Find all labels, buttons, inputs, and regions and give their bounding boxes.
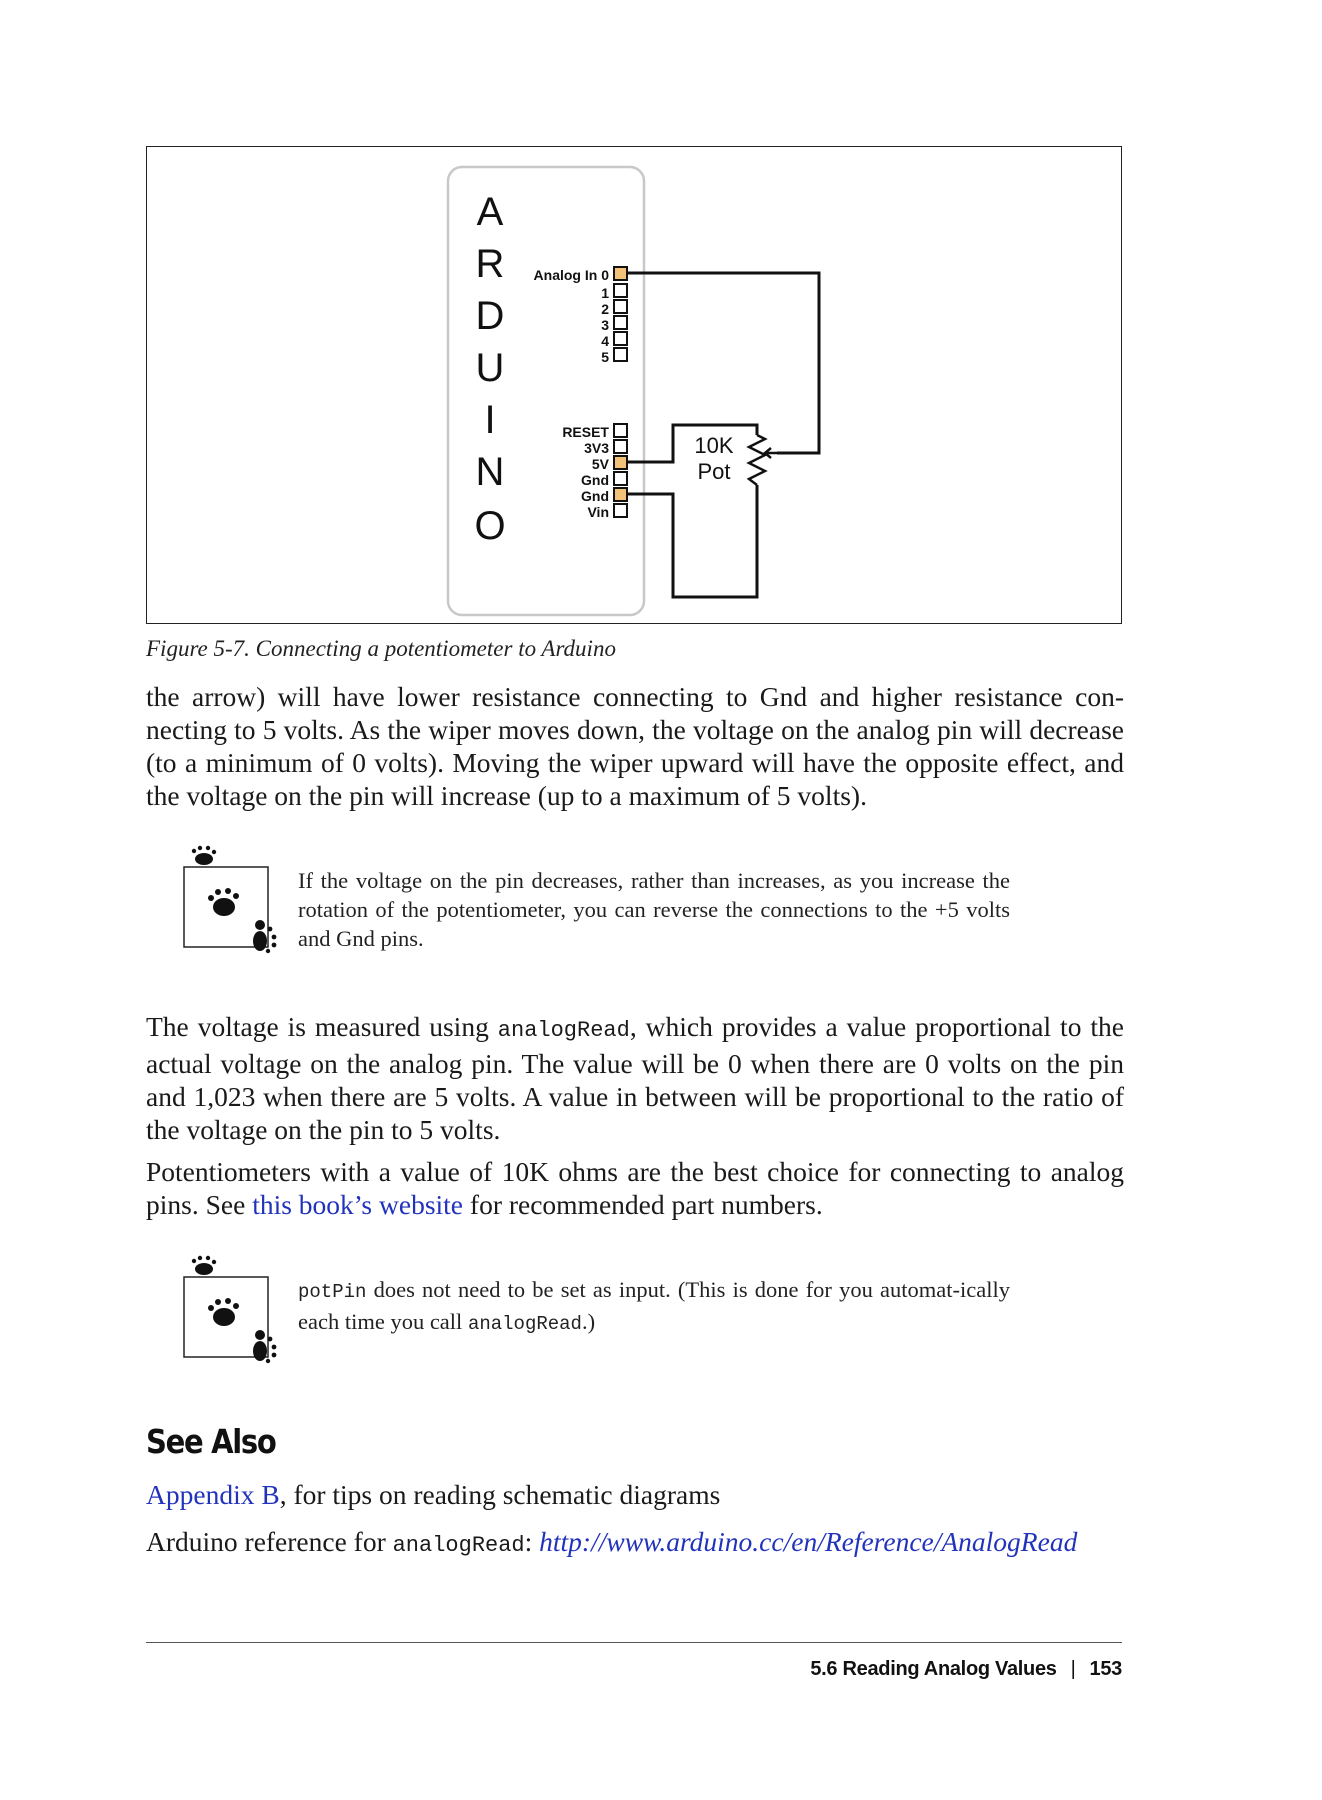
pot-name-label: Pot xyxy=(697,459,730,484)
power-pin-header xyxy=(613,423,628,518)
board-letters: A R D U I N O xyxy=(474,190,505,548)
pin xyxy=(613,299,628,314)
paragraph-analogread: The voltage is measured using analogRead… xyxy=(146,1010,1124,1146)
see-also-item: Appendix B, for tips on reading schemati… xyxy=(146,1478,1124,1511)
board-letter: R xyxy=(476,242,505,286)
paragraph-text: , which provides a value proportional to… xyxy=(146,1011,1125,1145)
pin-connected xyxy=(613,455,628,470)
analog-pin-header xyxy=(613,266,628,362)
power-pin-label: Gnd xyxy=(581,472,609,488)
figure-caption: Figure 5-7. Connecting a potentiometer t… xyxy=(146,636,616,661)
pin xyxy=(613,439,628,454)
paragraph-potentiometer: Potentiometers with a value of 10K ohms … xyxy=(146,1155,1124,1221)
paragraph-text: Potentiometers with a value of 10K ohms … xyxy=(146,1156,1124,1220)
paragraph-wiper: the arrow) will have lower resistance co… xyxy=(146,681,1124,811)
power-pin-label: 3V3 xyxy=(584,440,609,456)
pin-connected xyxy=(613,266,628,281)
wire-gnd xyxy=(627,485,759,599)
page-footer: 5.6 Reading Analog Values | 153 xyxy=(810,1658,1122,1681)
pin xyxy=(613,423,628,438)
pin xyxy=(613,315,628,330)
power-pin-label: 5V xyxy=(592,456,610,472)
pin xyxy=(613,347,628,362)
footer-section-title: 5.6 Reading Analog Values xyxy=(810,1658,1057,1680)
pin xyxy=(613,331,628,346)
analog-pin-label: 1 xyxy=(601,285,609,301)
power-pin-label: Gnd xyxy=(581,488,609,504)
paragraph-text: The voltage is measured using xyxy=(146,1011,498,1042)
see-also-text: Arduino reference for xyxy=(146,1526,393,1557)
board-letter: U xyxy=(476,346,505,390)
board-letter: N xyxy=(476,450,505,494)
board-letter: O xyxy=(474,504,505,548)
note-text: If the voltage on the pin decreases, rat… xyxy=(298,868,1010,951)
pin xyxy=(613,283,628,298)
note-text-part: .) xyxy=(581,1309,596,1334)
power-pin-label: RESET xyxy=(562,424,609,440)
inline-code: analogRead xyxy=(467,1313,582,1335)
analog-in-label: Analog In 0 xyxy=(534,267,610,283)
see-also-heading: See Also xyxy=(146,1422,277,1461)
raccoon-tracks-icon xyxy=(183,1255,277,1364)
board-letter: A xyxy=(477,190,504,234)
page-number: 153 xyxy=(1089,1658,1123,1680)
see-also-text: : xyxy=(524,1526,540,1557)
note-icon xyxy=(180,845,290,955)
board-letter: I xyxy=(484,398,495,442)
power-pin-label: Vin xyxy=(587,504,609,520)
note-text: potPin does not need to be set as input.… xyxy=(298,1275,1010,1339)
analog-pin-label: 3 xyxy=(601,317,609,333)
board-letter: D xyxy=(476,294,505,338)
pin xyxy=(613,503,628,518)
paragraph-text: for recommended part numbers. xyxy=(463,1189,823,1220)
website-link[interactable]: this book’s website xyxy=(252,1189,464,1220)
reference-url-link[interactable]: http://www.arduino.cc/en/Reference/Analo… xyxy=(539,1526,1078,1557)
raccoon-tracks-icon xyxy=(183,845,277,954)
note-text-part: does not need to be set as input. (This … xyxy=(298,1277,1010,1334)
analog-pin-label: 5 xyxy=(601,349,609,365)
figure-frame: A R D U I N O Analog In 0 1 2 3 4 5 xyxy=(146,146,1122,624)
analog-pin-label: 4 xyxy=(601,333,609,349)
analog-pin-label: 2 xyxy=(601,301,609,317)
footer-separator: | xyxy=(1070,1658,1076,1680)
pot-labels: 10K Pot xyxy=(694,433,733,484)
pot-value-label: 10K xyxy=(694,433,733,458)
pin-connected xyxy=(613,487,628,502)
power-pin-labels: RESET 3V3 5V Gnd Gnd Vin xyxy=(562,424,609,520)
resistor-zigzag xyxy=(746,433,768,486)
analog-pin-labels: Analog In 0 1 2 3 4 5 xyxy=(534,267,610,365)
inline-code: analogRead xyxy=(497,1018,630,1043)
arduino-board xyxy=(446,165,646,617)
see-also-item: Arduino reference for analogRead: http:/… xyxy=(146,1525,1124,1562)
pin xyxy=(613,471,628,486)
wire-analog xyxy=(627,271,821,455)
arduino-potentiometer-diagram: A R D U I N O Analog In 0 1 2 3 4 5 xyxy=(446,165,821,617)
note-icon xyxy=(180,1255,290,1365)
see-also-text: , for tips on reading schematic diagrams xyxy=(279,1479,721,1510)
wiper-arrowhead xyxy=(763,447,772,459)
wire-5v xyxy=(627,423,759,464)
wires xyxy=(627,271,821,599)
appendix-link[interactable]: Appendix B xyxy=(146,1479,280,1510)
inline-code: potPin xyxy=(298,1281,367,1303)
inline-code: analogRead xyxy=(392,1533,525,1558)
footer-divider xyxy=(146,1642,1122,1643)
